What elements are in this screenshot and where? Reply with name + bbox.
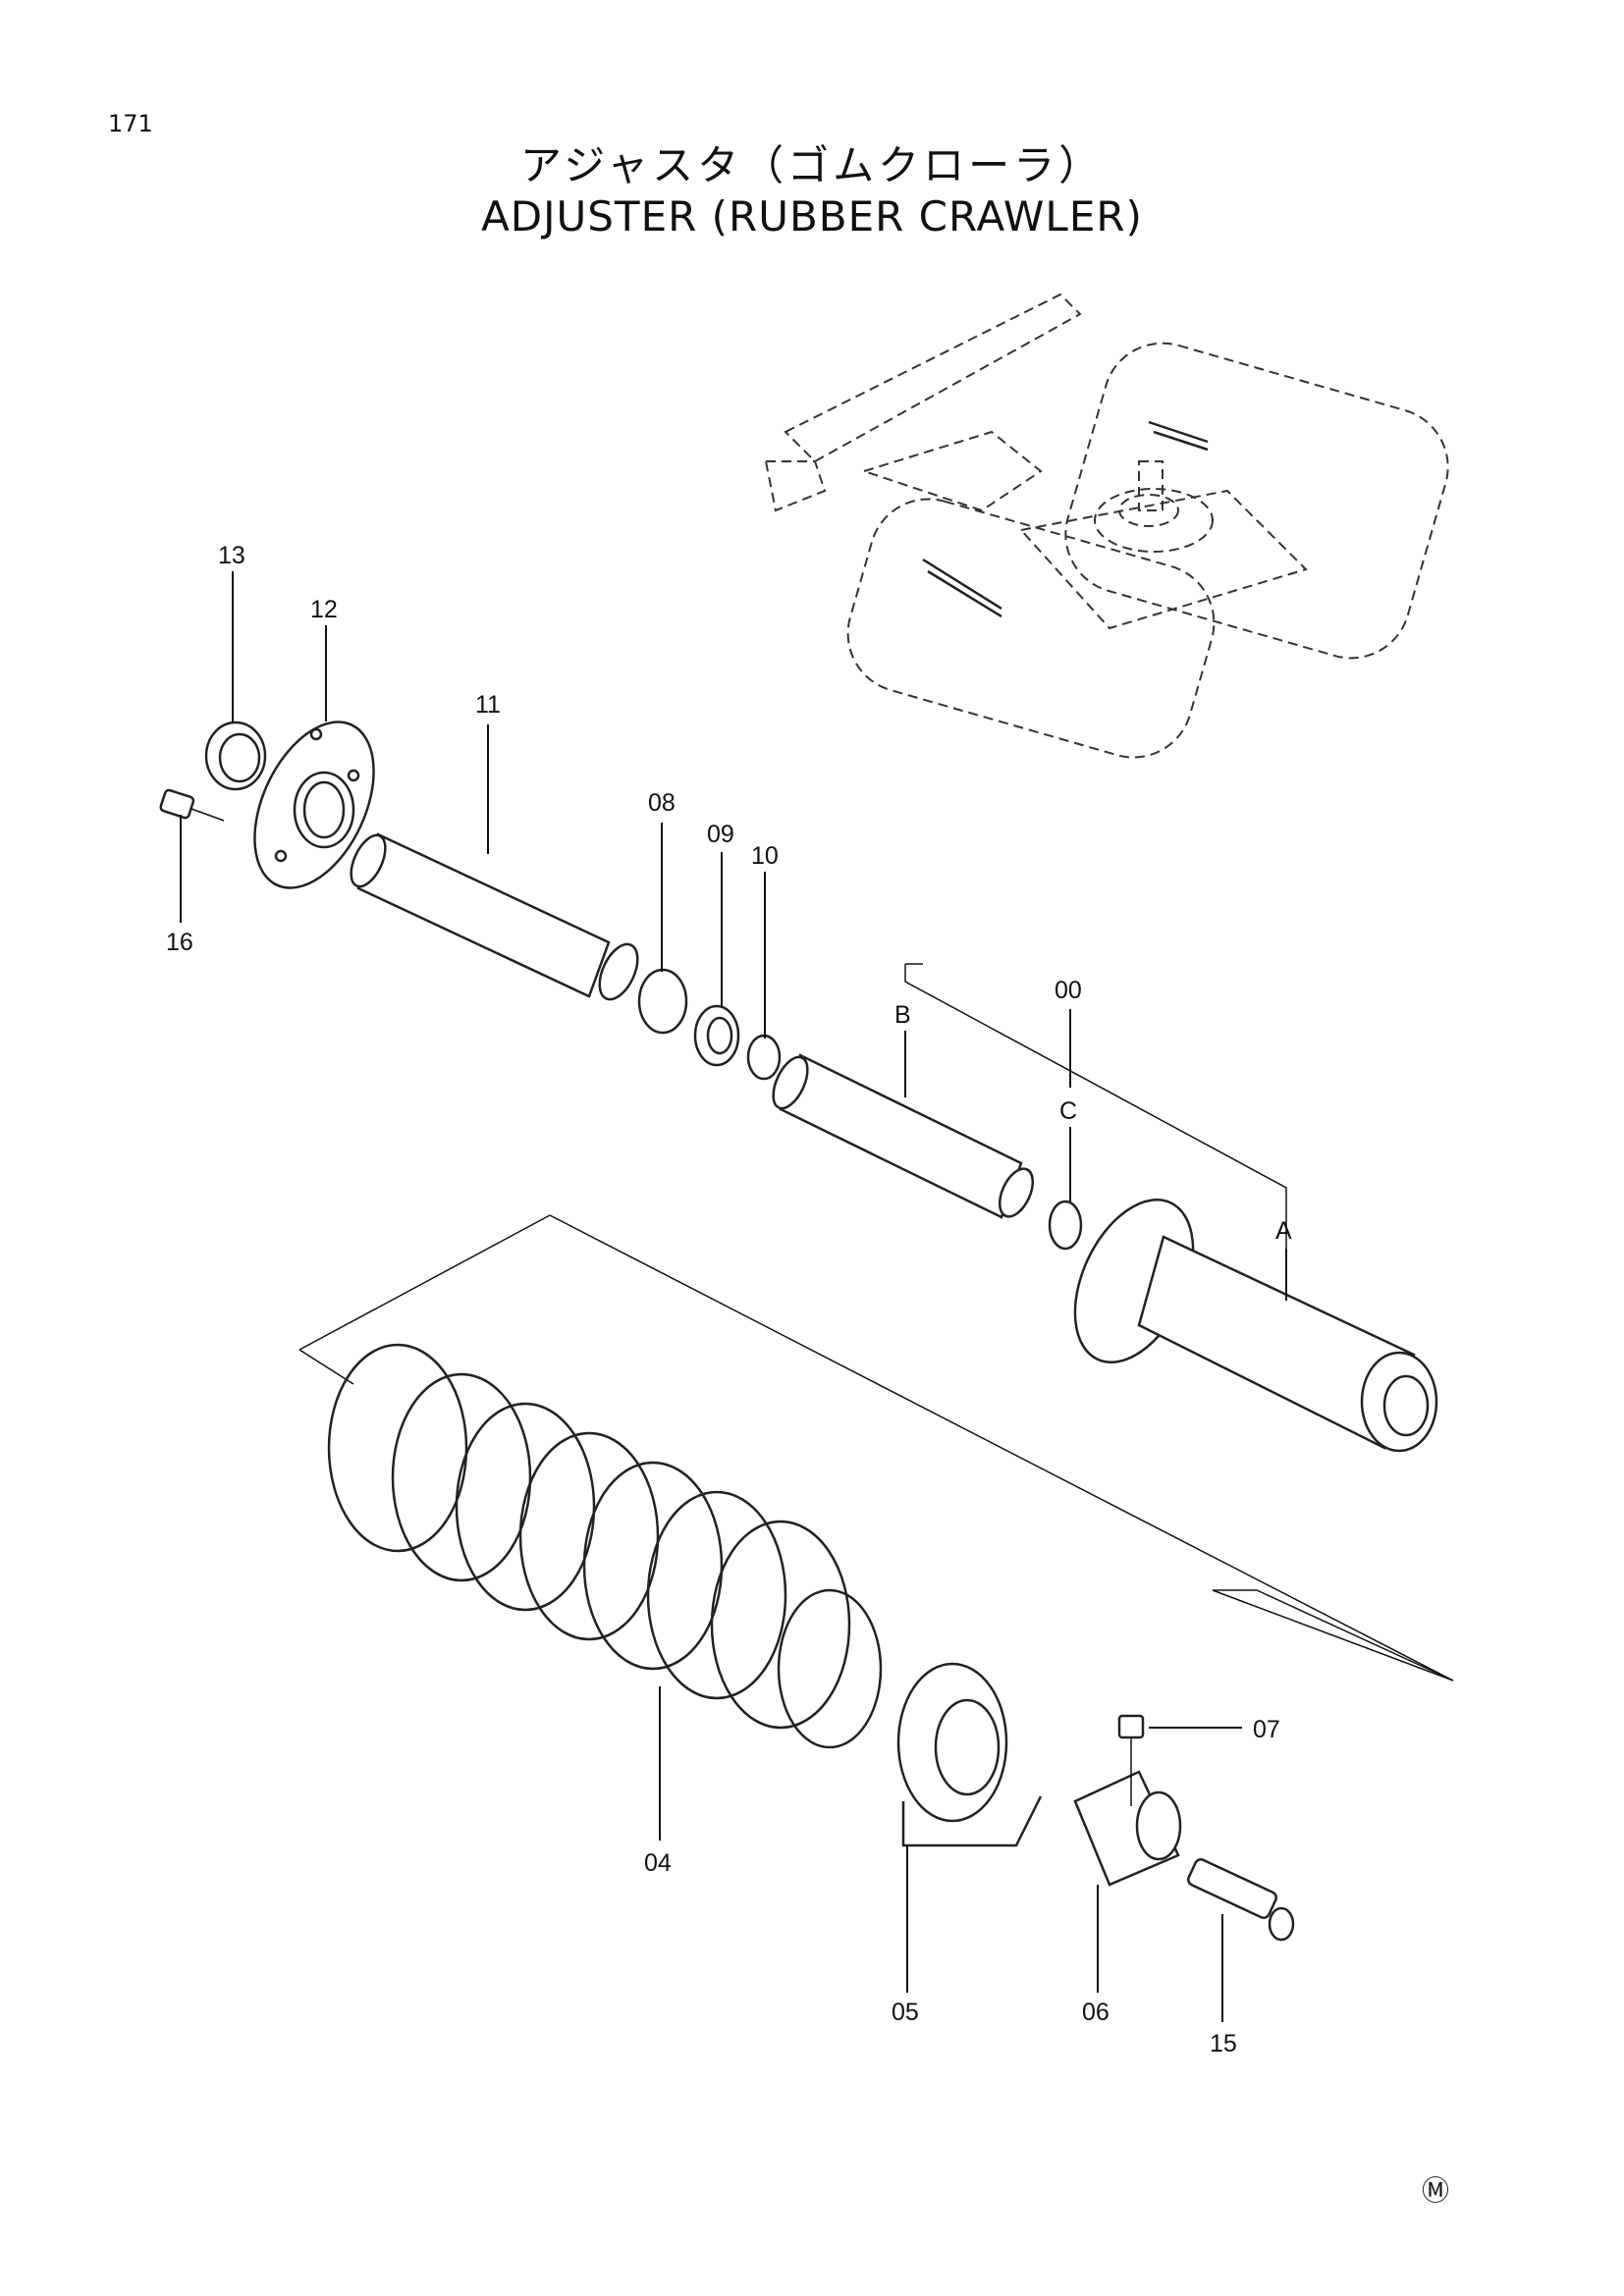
- callout-c: C: [1059, 1097, 1077, 1125]
- part-13-seal: [204, 721, 267, 791]
- callout-04: 04: [644, 1849, 672, 1877]
- callout-a: A: [1275, 1217, 1292, 1245]
- footer-mark: Ⓜ: [1422, 2174, 1450, 2207]
- spring-group-outline: [549, 1214, 1454, 1682]
- part-07-bolt: [1117, 1714, 1145, 1739]
- part-15-grease-fitting: [1187, 1858, 1295, 1942]
- callout-13: 13: [218, 542, 245, 569]
- title-japanese: アジャスタ（ゴムクローラ）: [519, 141, 1105, 189]
- part-12-flange: [253, 721, 375, 889]
- page-number: 171: [108, 110, 153, 137]
- part-06-collar: [1073, 1770, 1182, 1887]
- callout-09: 09: [707, 821, 734, 848]
- part-09-packing: [693, 1004, 740, 1067]
- part-04-spring: [327, 1343, 883, 1749]
- callout-08: 08: [648, 789, 676, 817]
- undercarriage-illustration: [764, 293, 1449, 759]
- part-05-spring-seat: [896, 1662, 1043, 1847]
- leader-lines: [180, 571, 1287, 2022]
- part-10-snap-ring: [746, 1034, 782, 1081]
- callout-05: 05: [892, 1999, 919, 2026]
- callout-07: 07: [1253, 1716, 1280, 1743]
- part-c-o-ring: [1048, 1200, 1083, 1251]
- callout-15: 15: [1210, 2030, 1237, 2057]
- callout-16: 16: [166, 929, 193, 956]
- part-16-bolt: [159, 788, 225, 822]
- callout-12: 12: [310, 596, 338, 623]
- callout-b: B: [894, 1001, 911, 1029]
- part-a-cylinder: [1073, 1199, 1438, 1453]
- callout-11: 11: [475, 691, 501, 719]
- group-bracket-a: [904, 964, 1287, 1296]
- part-08-bushing: [637, 968, 688, 1035]
- part-11-rod: [350, 832, 639, 1001]
- title-english: ADJUSTER (RUBBER CRAWLER): [481, 192, 1143, 240]
- callout-10: 10: [751, 842, 779, 870]
- callout-00: 00: [1055, 977, 1082, 1004]
- callout-06: 06: [1082, 1999, 1110, 2026]
- part-b-piston: [772, 1053, 1035, 1219]
